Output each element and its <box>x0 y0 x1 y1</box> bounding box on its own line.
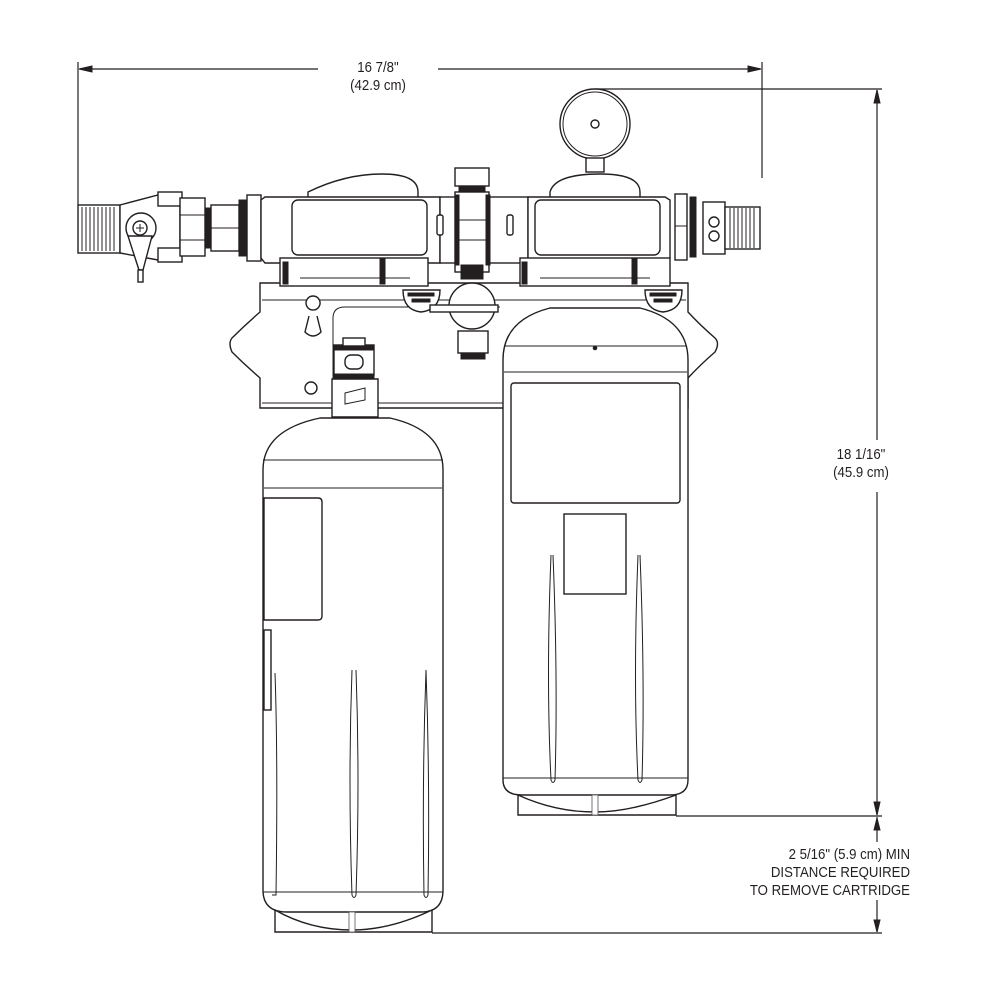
clearance-line-3: TO REMOVE CARTRIDGE <box>749 882 910 899</box>
cartridge-right <box>502 307 689 816</box>
dimension-lines <box>77 62 882 934</box>
shutoff-valve <box>125 212 157 283</box>
flush-valve <box>429 282 499 360</box>
width-metric: (42.9 cm) <box>350 77 406 94</box>
width-dimension-label: 16 7/8" (42.9 cm) <box>325 59 431 95</box>
filter-head-left <box>260 173 441 287</box>
pressure-gauge <box>559 88 631 173</box>
height-dimension-label: 18 1/16" (45.9 cm) <box>812 446 910 482</box>
clearance-line-1: 2 5/16" (5.9 cm) MIN <box>788 846 910 863</box>
clearance-dimension-label: 2 5/16" (5.9 cm) MIN DISTANCE REQUIRED T… <box>725 846 910 900</box>
cartridge-left <box>262 337 444 933</box>
clearance-line-2: DISTANCE REQUIRED <box>770 864 910 881</box>
union-nut-left <box>157 191 262 263</box>
filter-head-right <box>519 173 671 287</box>
center-manifold <box>436 167 529 280</box>
outlet-fitting <box>674 193 761 261</box>
height-imperial: 18 1/16" <box>836 446 886 463</box>
width-imperial: 16 7/8" <box>357 59 399 76</box>
height-metric: (45.9 cm) <box>833 464 889 481</box>
